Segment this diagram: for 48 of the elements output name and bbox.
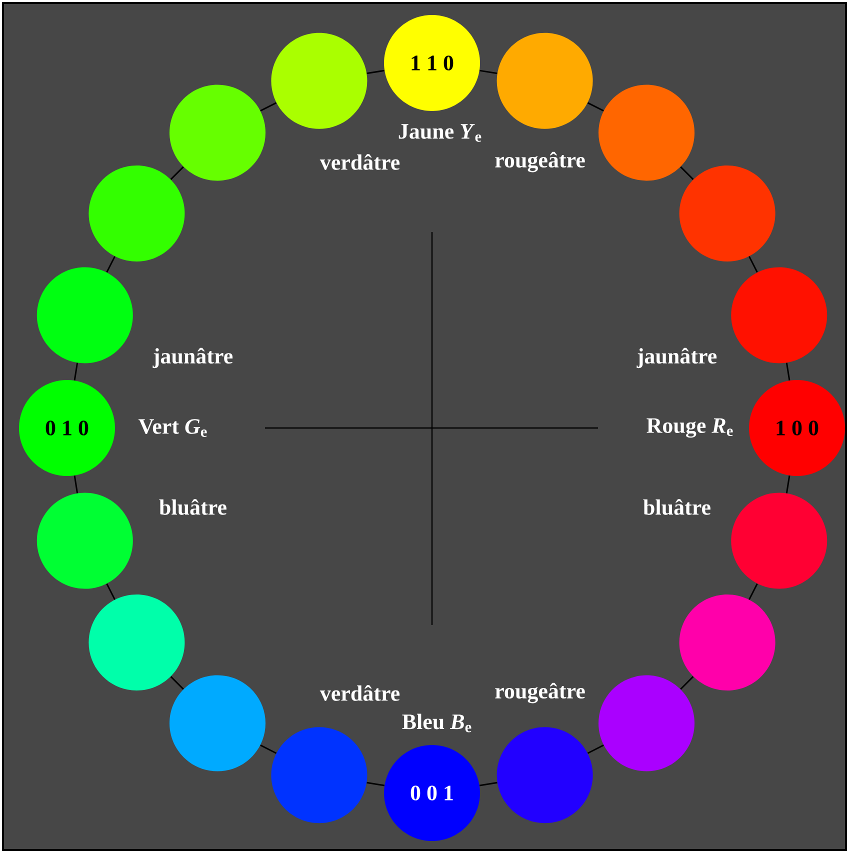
ring-line — [786, 475, 790, 494]
color-circle — [271, 727, 368, 824]
color-circle — [36, 492, 133, 589]
ring-line — [479, 782, 498, 786]
color-name: Jaune Y$_{e}$ — [398, 124, 482, 142]
color-circle — [496, 32, 593, 129]
ring-line — [74, 362, 78, 381]
color-circle — [170, 675, 266, 772]
ring-line — [366, 70, 385, 74]
color-circle — [496, 727, 593, 824]
ring-line — [74, 475, 78, 494]
hue-label: jaunâtre — [636, 348, 717, 368]
hue-label: verdâtre — [320, 154, 400, 170]
color-circle — [679, 166, 776, 262]
color-circle — [170, 84, 266, 181]
color-circle — [271, 32, 368, 129]
color-circle — [598, 675, 694, 772]
ring-line — [680, 676, 694, 690]
ring-line — [786, 362, 790, 381]
ring-line — [680, 166, 694, 180]
ring-line — [260, 102, 277, 112]
color-circle — [88, 594, 185, 690]
ring-line — [587, 744, 604, 754]
ring-line — [748, 583, 758, 600]
hue-label: rougeâtre — [495, 152, 585, 172]
ring-line — [260, 744, 277, 754]
color-circle — [731, 267, 828, 364]
color-circle — [679, 594, 776, 690]
color-name: Bleu B$_{e}$ — [402, 714, 472, 732]
ring-line — [479, 70, 498, 74]
hue-label: jaunâtre — [152, 348, 233, 368]
ring-line — [106, 583, 116, 600]
ring-line — [170, 676, 184, 690]
ring-line — [748, 256, 758, 273]
color-circle — [88, 166, 185, 262]
hue-label: bluâtre — [643, 499, 710, 515]
color-circle — [598, 84, 694, 181]
color-name: Rouge R$_{e}$ — [646, 418, 733, 438]
color-name: Vert G$_{e}$ — [138, 419, 207, 437]
hue-label: verdâtre — [320, 685, 400, 701]
color-circle — [731, 492, 828, 589]
ring-line — [106, 256, 116, 273]
hue-label: bluâtre — [159, 499, 226, 515]
hue-label: rougeâtre — [495, 682, 585, 704]
ring-line — [587, 102, 604, 112]
color-circle — [36, 267, 133, 364]
ring-line — [170, 166, 184, 180]
ring-line — [366, 782, 385, 786]
